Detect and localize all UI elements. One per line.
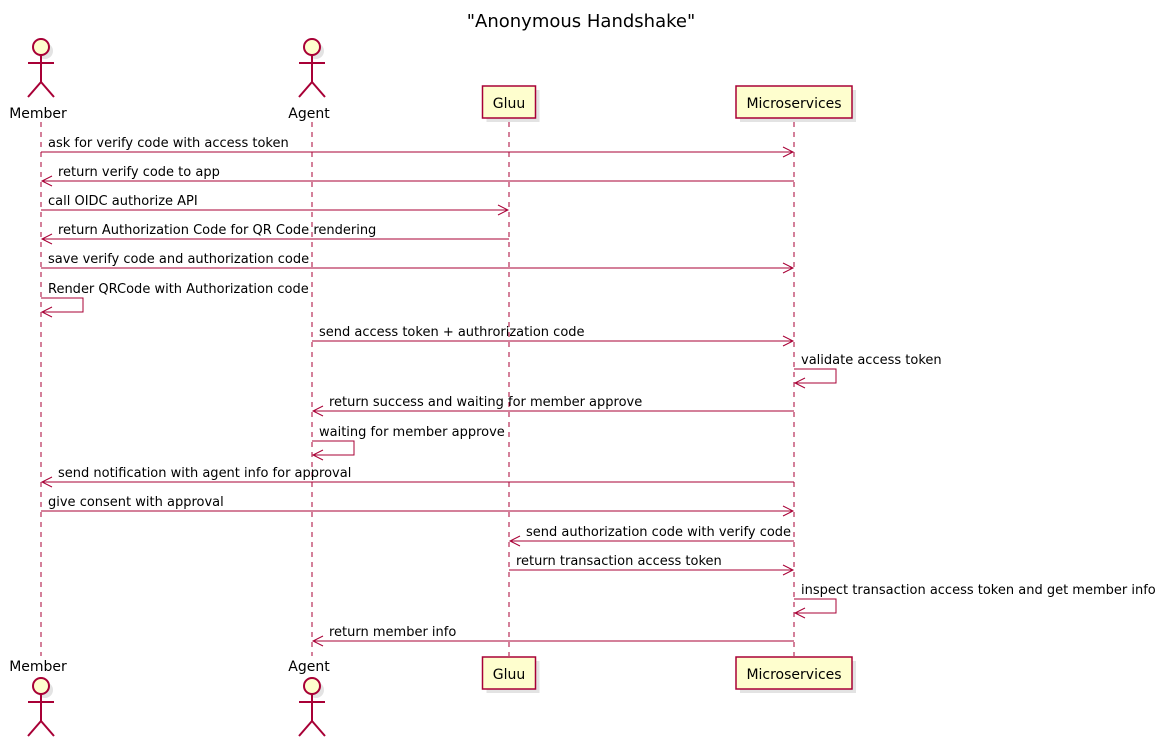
message-8-arrow	[794, 368, 837, 384]
agent-top-label: Agent	[288, 106, 330, 122]
message-16-label: return member info	[329, 625, 456, 640]
message-3-label: call OIDC authorize API	[48, 194, 198, 209]
message-4-label: return Authorization Code for QR Code re…	[58, 223, 376, 238]
message-6-arrow	[41, 297, 84, 313]
message-16-arrowhead	[311, 635, 324, 647]
message-9-label: return success and waiting for member ap…	[329, 395, 642, 410]
message-12-arrowhead	[782, 505, 795, 517]
micro-top-label: Microservices	[746, 96, 841, 112]
message-7-arrowhead	[782, 335, 795, 347]
message-14-arrowhead	[782, 564, 795, 576]
message-5-arrowhead	[782, 262, 795, 274]
message-5: save verify code and authorization code	[41, 252, 795, 274]
message-4-arrowhead	[40, 233, 53, 245]
message-14-label: return transaction access token	[516, 554, 722, 569]
message-6-label: Render QRCode with Authorization code	[48, 282, 309, 297]
micro-bottom-label: Microservices	[746, 667, 841, 683]
message-4: return Authorization Code for QR Code re…	[40, 223, 509, 245]
diagram-title: "Anonymous Handshake"	[467, 11, 695, 32]
message-11-arrowhead	[40, 476, 53, 488]
message-1-label: ask for verify code with access token	[48, 136, 289, 151]
message-11: send notification with agent info for ap…	[40, 466, 794, 488]
message-9-arrowhead	[311, 405, 324, 417]
message-2: return verify code to app	[40, 165, 794, 187]
message-8-arrowhead	[793, 377, 806, 389]
message-1-arrowhead	[782, 146, 795, 158]
message-16: return member info	[311, 625, 794, 647]
member-top-actor-icon	[27, 38, 55, 98]
message-10: waiting for member approve	[311, 425, 505, 461]
message-12-label: give consent with approval	[48, 495, 224, 510]
message-2-arrowhead	[40, 175, 53, 187]
message-3: call OIDC authorize API	[41, 194, 510, 216]
agent-bottom-actor-icon	[298, 677, 326, 737]
message-2-label: return verify code to app	[58, 165, 220, 180]
message-14: return transaction access token	[509, 554, 795, 576]
message-8-label: validate access token	[801, 353, 942, 368]
message-15: inspect transaction access token and get…	[793, 583, 1156, 619]
message-13-arrowhead	[508, 535, 521, 547]
gluu-top-box: Gluu	[481, 85, 540, 122]
message-15-arrow	[794, 598, 837, 614]
message-9: return success and waiting for member ap…	[311, 395, 794, 417]
message-6: Render QRCode with Authorization code	[40, 282, 309, 318]
gluu-bottom-box: Gluu	[481, 656, 540, 693]
message-3-arrowhead	[497, 204, 510, 216]
message-15-label: inspect transaction access token and get…	[801, 583, 1156, 598]
message-11-label: send notification with agent info for ap…	[58, 466, 351, 481]
gluu-top-label: Gluu	[493, 96, 525, 112]
message-13: send authorization code with verify code	[508, 525, 794, 547]
member-bottom-label: Member	[9, 659, 67, 675]
message-13-label: send authorization code with verify code	[526, 525, 791, 540]
message-10-label: waiting for member approve	[319, 425, 505, 440]
message-10-arrow	[312, 440, 355, 456]
micro-bottom-box: Microservices	[735, 656, 856, 693]
micro-top-box: Microservices	[735, 85, 856, 122]
participants: MemberMemberAgentAgentGluuGluuMicroservi…	[9, 38, 856, 737]
member-top-label: Member	[9, 106, 67, 122]
agent-top-actor-icon	[298, 38, 326, 98]
message-15-arrowhead	[793, 607, 806, 619]
member-bottom-actor-icon	[27, 677, 55, 737]
gluu-bottom-label: Gluu	[493, 667, 525, 683]
agent-bottom-label: Agent	[288, 659, 330, 675]
lifelines	[40, 122, 795, 656]
message-5-label: save verify code and authorization code	[48, 252, 309, 267]
message-8: validate access token	[793, 353, 942, 389]
messages: ask for verify code with access token ret…	[40, 136, 1156, 647]
message-7: send access token + authrorization code	[312, 325, 795, 347]
message-12: give consent with approval	[41, 495, 795, 517]
message-10-arrowhead	[311, 449, 324, 461]
message-7-label: send access token + authrorization code	[319, 325, 585, 340]
message-6-arrowhead	[40, 306, 53, 318]
message-1: ask for verify code with access token	[41, 136, 795, 158]
